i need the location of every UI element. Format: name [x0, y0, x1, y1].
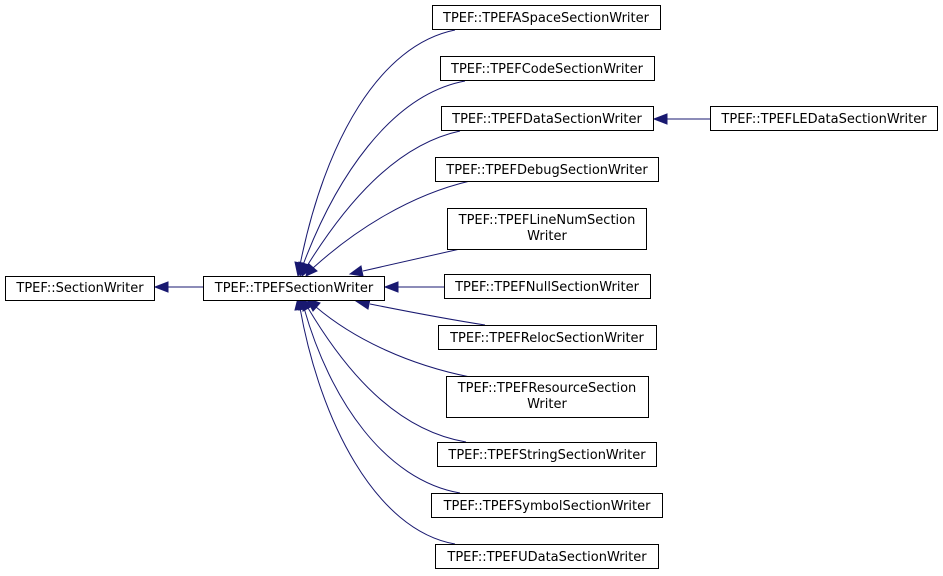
- node-label: TPEF::TPEFNullSectionWriter: [454, 280, 640, 295]
- node-reloc-section-writer[interactable]: TPEF::TPEFRelocSectionWriter: [438, 325, 657, 350]
- node-label: TPEF::TPEFUDataSectionWriter: [446, 550, 647, 565]
- node-tpef-section-writer[interactable]: TPEF::TPEFSectionWriter: [203, 276, 385, 301]
- node-debug-section-writer[interactable]: TPEF::TPEFDebugSectionWriter: [435, 157, 659, 182]
- arrowhead-debug: [305, 263, 318, 277]
- edge-debug: [312, 180, 471, 269]
- node-aspace-section-writer[interactable]: TPEF::TPEFASpaceSectionWriter: [432, 5, 661, 30]
- node-null-section-writer[interactable]: TPEF::TPEFNullSectionWriter: [444, 274, 651, 299]
- node-symbol-section-writer[interactable]: TPEF::TPEFSymbolSectionWriter: [431, 493, 663, 518]
- node-udata-section-writer[interactable]: TPEF::TPEFUDataSectionWriter: [435, 544, 659, 569]
- node-label: TPEF::TPEFStringSectionWriter: [447, 448, 646, 463]
- arrowhead-linenum: [348, 265, 364, 277]
- node-label: TPEF::TPEFSymbolSectionWriter: [443, 499, 652, 514]
- node-ledata-section-writer[interactable]: TPEF::TPEFLEDataSectionWriter: [710, 106, 938, 131]
- node-label-line-1: TPEF::TPEFResourceSection: [457, 381, 637, 396]
- node-label: TPEF::TPEFRelocSectionWriter: [449, 331, 644, 346]
- node-resource-section-writer[interactable]: TPEF::TPEFResourceSection Writer: [446, 376, 649, 418]
- edge-reloc: [369, 303, 486, 326]
- node-label: TPEF::SectionWriter: [15, 281, 144, 296]
- edge-data: [306, 130, 461, 267]
- arrowhead-data-from-ledata: [652, 113, 668, 125]
- arrowhead-null: [383, 281, 399, 293]
- node-label: TPEF::TPEFSectionWriter: [214, 281, 374, 296]
- node-linenum-section-writer[interactable]: TPEF::TPEFLineNumSection Writer: [447, 208, 647, 250]
- node-string-section-writer[interactable]: TPEF::TPEFStringSectionWriter: [437, 442, 657, 467]
- node-label: TPEF::TPEFLEDataSectionWriter: [720, 112, 927, 127]
- edge-code: [302, 80, 466, 266]
- edges: [153, 29, 710, 545]
- node-label: TPEF::TPEFASpaceSectionWriter: [442, 11, 650, 26]
- edge-symbol: [303, 307, 461, 494]
- node-label: TPEF::TPEFDebugSectionWriter: [445, 163, 648, 178]
- edge-linenum: [362, 248, 461, 272]
- node-label-line-2: Writer: [527, 397, 567, 412]
- arrowhead-sectionwriter: [153, 281, 169, 293]
- node-section-writer[interactable]: TPEF::SectionWriter: [5, 276, 155, 301]
- edge-aspace: [299, 29, 456, 266]
- node-label: TPEF::TPEFCodeSectionWriter: [450, 62, 644, 77]
- node-label-line-1: TPEF::TPEFLineNumSection: [458, 213, 636, 228]
- edge-resource: [315, 306, 471, 378]
- edge-udata: [299, 307, 456, 545]
- nodes: TPEF::SectionWriter TPEF::TPEFSectionWri…: [5, 5, 938, 569]
- node-data-section-writer[interactable]: TPEF::TPEFDataSectionWriter: [441, 106, 654, 131]
- node-code-section-writer[interactable]: TPEF::TPEFCodeSectionWriter: [440, 56, 655, 81]
- node-label: TPEF::TPEFDataSectionWriter: [451, 112, 642, 127]
- node-label-line-2: Writer: [527, 229, 567, 244]
- edge-string: [307, 307, 467, 443]
